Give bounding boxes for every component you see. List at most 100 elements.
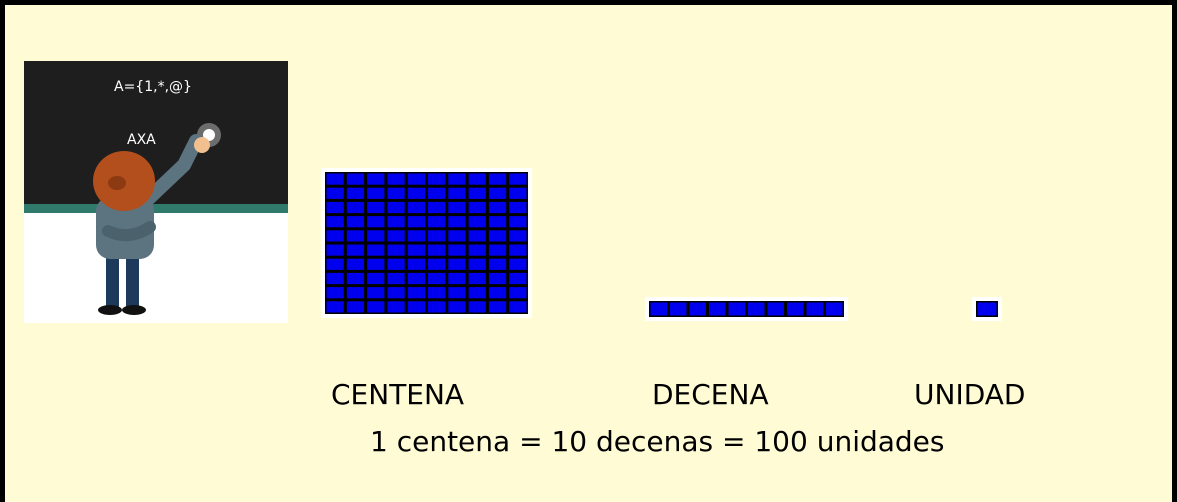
centena-unit-square xyxy=(326,272,344,285)
centena-unit-square xyxy=(428,201,446,214)
centena-unit-square xyxy=(326,230,344,242)
centena-unit-square xyxy=(346,216,365,228)
centena-unit-square xyxy=(468,187,486,199)
centena-unit-square xyxy=(448,230,466,242)
centena-unit-square xyxy=(509,216,527,228)
blackboard-text-product: AXA xyxy=(127,132,156,148)
centena-unit-square xyxy=(468,230,486,242)
decena-unit-square xyxy=(728,302,745,316)
unidad-block xyxy=(972,297,1002,321)
centena-unit-square xyxy=(326,173,344,185)
centena-unit-square xyxy=(346,287,365,299)
centena-unit-square xyxy=(468,258,486,270)
centena-unit-square xyxy=(509,230,527,242)
centena-unit-square xyxy=(448,173,466,185)
decena-unit-square xyxy=(689,302,706,316)
centena-unit-square xyxy=(346,244,365,256)
centena-unit-square xyxy=(346,301,365,313)
centena-unit-square xyxy=(468,272,486,285)
centena-unit-square xyxy=(326,244,344,256)
centena-unit-square xyxy=(468,301,486,313)
centena-unit-square xyxy=(428,173,446,185)
centena-unit-square xyxy=(448,216,466,228)
decena-unit-square xyxy=(787,302,804,316)
centena-unit-square xyxy=(326,287,344,299)
centena-unit-square xyxy=(428,301,446,313)
centena-unit-square xyxy=(346,272,365,285)
centena-unit-square xyxy=(387,287,405,299)
centena-unit-square xyxy=(387,230,405,242)
centena-unit-square xyxy=(387,272,405,285)
centena-unit-square xyxy=(488,173,507,185)
centena-unit-square xyxy=(428,216,446,228)
centena-unit-square xyxy=(367,230,385,242)
centena-unit-square xyxy=(488,216,507,228)
centena-unit-square xyxy=(407,201,425,214)
decena-unit-square xyxy=(650,302,667,316)
centena-unit-square xyxy=(326,201,344,214)
centena-unit-square xyxy=(326,301,344,313)
chalk-glow-core xyxy=(203,129,215,141)
centena-unit-square xyxy=(488,272,507,285)
decena-unit-square xyxy=(670,302,687,316)
centena-unit-square xyxy=(448,258,466,270)
centena-unit-square xyxy=(488,287,507,299)
teacher-at-blackboard-illustration: A={1,*,@} AXA xyxy=(24,61,288,323)
blackboard-text-set: A={1,*,@} xyxy=(114,79,192,95)
centena-unit-square xyxy=(468,216,486,228)
blackboard xyxy=(24,61,288,204)
centena-unit-square xyxy=(407,187,425,199)
centena-unit-square xyxy=(367,301,385,313)
teacher-right-leg xyxy=(126,253,139,308)
teacher-right-shoe xyxy=(122,305,146,315)
centena-label: CENTENA xyxy=(331,378,465,411)
centena-unit-square xyxy=(509,173,527,185)
decena-unit-square xyxy=(767,302,784,316)
centena-unit-square xyxy=(448,201,466,214)
centena-unit-square xyxy=(509,201,527,214)
centena-unit-square xyxy=(428,187,446,199)
centena-unit-square xyxy=(326,216,344,228)
centena-unit-square xyxy=(509,258,527,270)
equivalence-statement: 1 centena = 10 decenas = 100 unidades xyxy=(370,425,945,458)
teacher-folded-arm xyxy=(102,221,156,242)
centena-unit-square xyxy=(488,301,507,313)
teacher-left-leg xyxy=(106,253,119,308)
centena-unit-square xyxy=(468,201,486,214)
centena-unit-square xyxy=(428,272,446,285)
teacher-left-shoe xyxy=(98,305,122,315)
decena-unit-square xyxy=(806,302,823,316)
centena-unit-square xyxy=(488,244,507,256)
decena-unit-square xyxy=(826,302,843,316)
centena-unit-square xyxy=(367,201,385,214)
decena-unit-square xyxy=(709,302,726,316)
centena-unit-square xyxy=(346,173,365,185)
centena-unit-square xyxy=(448,187,466,199)
centena-unit-square xyxy=(387,201,405,214)
teacher-torso xyxy=(96,197,154,259)
centena-unit-square xyxy=(387,187,405,199)
centena-unit-square xyxy=(407,272,425,285)
centena-unit-square xyxy=(387,173,405,185)
centena-unit-square xyxy=(448,272,466,285)
centena-unit-square xyxy=(367,287,385,299)
centena-unit-square xyxy=(326,187,344,199)
centena-unit-square xyxy=(326,258,344,270)
centena-unit-square xyxy=(509,244,527,256)
centena-unit-square xyxy=(387,301,405,313)
decena-unit-square xyxy=(748,302,765,316)
centena-unit-square xyxy=(468,173,486,185)
centena-unit-square xyxy=(346,258,365,270)
centena-unit-square xyxy=(448,287,466,299)
centena-unit-square xyxy=(367,258,385,270)
centena-unit-square xyxy=(509,187,527,199)
centena-unit-square xyxy=(367,272,385,285)
centena-unit-square xyxy=(428,244,446,256)
centena-unit-square xyxy=(428,230,446,242)
centena-unit-square xyxy=(468,244,486,256)
centena-unit-square xyxy=(488,187,507,199)
centena-unit-square xyxy=(407,287,425,299)
centena-unit-square xyxy=(428,258,446,270)
centena-unit-square xyxy=(367,244,385,256)
centena-unit-square xyxy=(346,230,365,242)
